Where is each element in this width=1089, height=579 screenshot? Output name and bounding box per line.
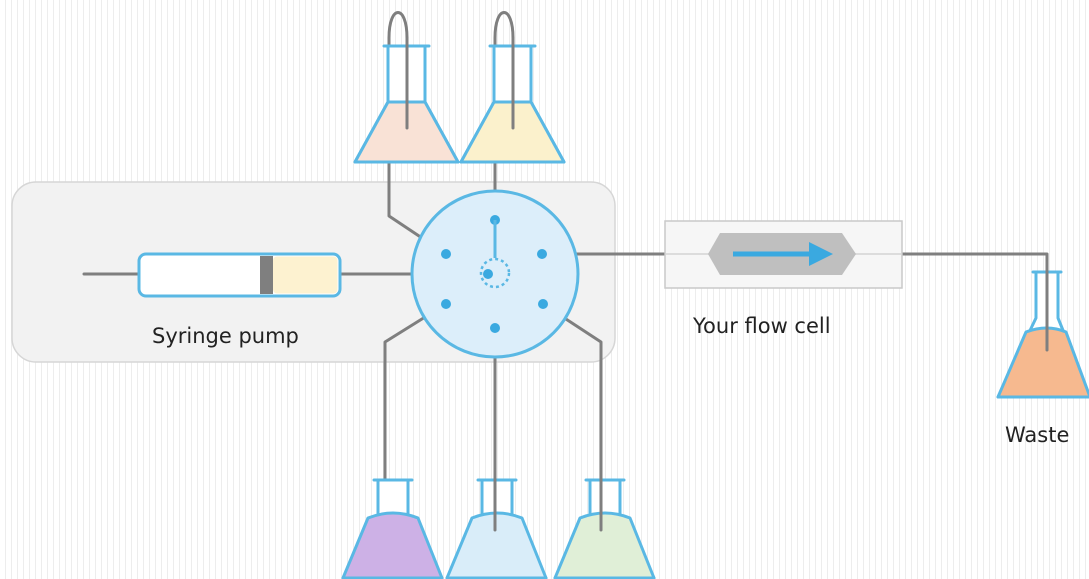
rotary-valve-icon <box>410 189 580 359</box>
dip-tubes <box>405 36 1049 532</box>
waste-label: Waste <box>1005 423 1069 447</box>
syringe-icon <box>137 252 342 298</box>
flask-bottom-left <box>341 478 444 579</box>
flow-cell-icon <box>664 220 903 289</box>
flask-waste <box>996 270 1089 399</box>
flow-cell-label: Your flow cell <box>692 314 831 338</box>
syringe-pump-label: Syringe pump <box>152 324 299 348</box>
flask-bottom-right <box>553 478 656 579</box>
